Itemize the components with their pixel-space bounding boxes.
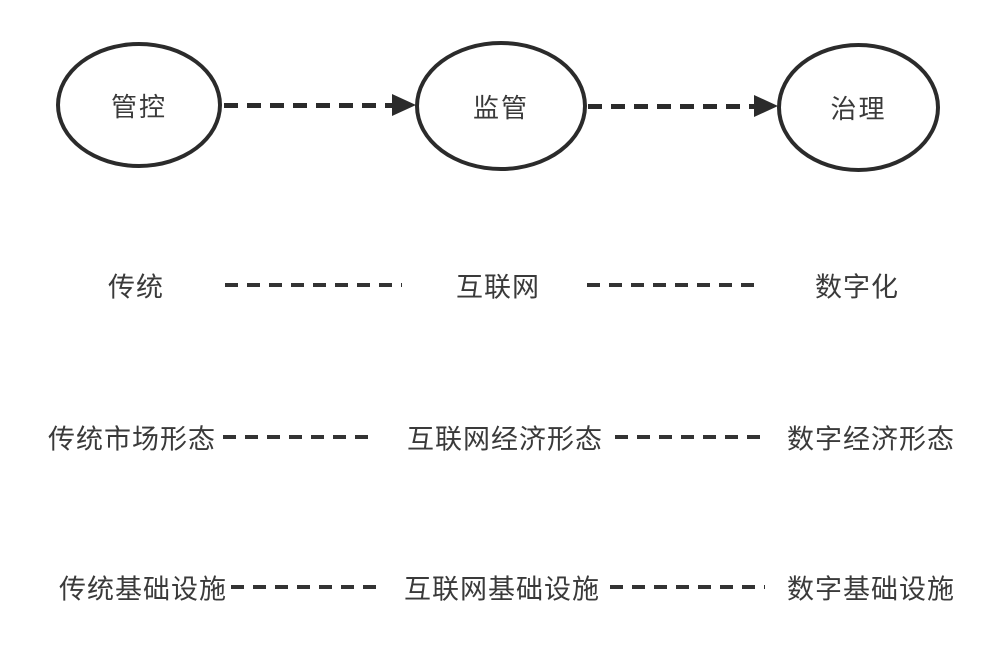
dashed-separator-icon xyxy=(231,585,383,589)
row1-item-digital: 数字化 xyxy=(815,272,899,303)
row1-item-traditional: 传统 xyxy=(108,272,164,303)
dashed-separator-icon xyxy=(223,435,377,439)
node-control: 管控 xyxy=(56,42,222,168)
dashed-arrow-icon xyxy=(588,104,754,109)
node-governance-label: 治理 xyxy=(830,94,887,124)
dashed-separator-icon xyxy=(615,435,765,439)
row2-item-digital-economy: 数字经济形态 xyxy=(787,424,955,455)
row2-item-internet-economy: 互联网经济形态 xyxy=(407,424,603,455)
row2-item-traditional-market: 传统市场形态 xyxy=(48,424,216,455)
node-supervision: 监管 xyxy=(415,41,587,171)
node-control-label: 管控 xyxy=(110,91,167,122)
node-supervision-label: 监管 xyxy=(472,92,529,123)
row3-item-internet-infrastructure: 互联网基础设施 xyxy=(404,574,600,605)
arrowhead-right-icon xyxy=(392,94,416,116)
dashed-separator-icon xyxy=(225,283,402,287)
dashed-separator-icon xyxy=(587,283,763,287)
dashed-arrow-icon xyxy=(224,103,392,108)
node-governance: 治理 xyxy=(777,43,940,172)
arrowhead-right-icon xyxy=(754,95,778,117)
row3-item-traditional-infrastructure: 传统基础设施 xyxy=(59,574,227,605)
dashed-separator-icon xyxy=(610,585,765,589)
row3-item-digital-infrastructure: 数字基础设施 xyxy=(787,574,955,605)
row1-item-internet: 互联网 xyxy=(456,272,540,303)
